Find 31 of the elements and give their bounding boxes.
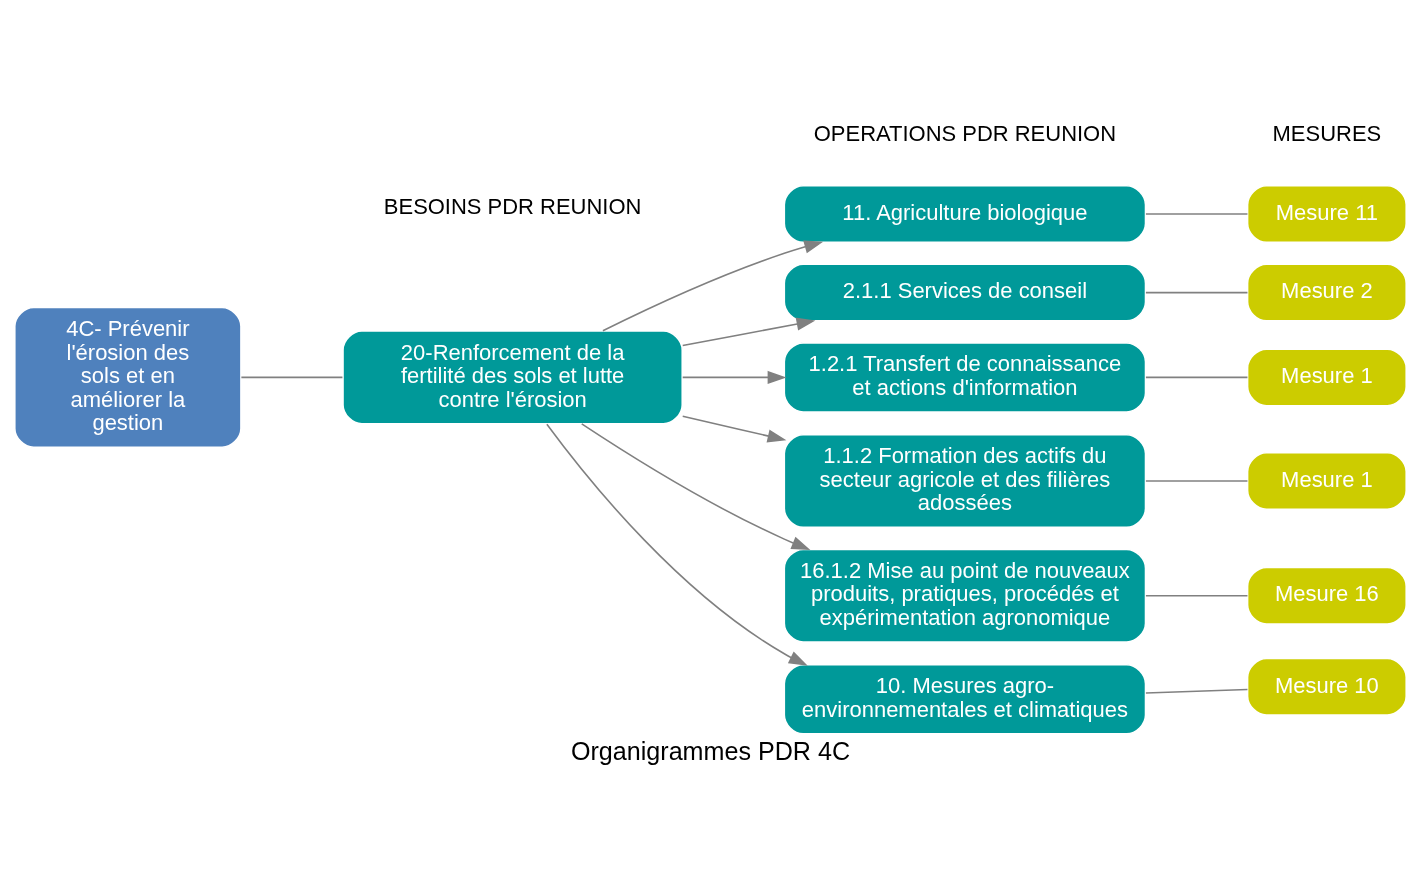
node-box: 20-Renforcement de la fertilité des sols et lutte contre l'érosion xyxy=(342,330,683,425)
connector xyxy=(1145,291,1249,294)
arrow xyxy=(602,240,824,332)
arrow xyxy=(546,423,808,666)
label: OPERATIONS PDR REUNION xyxy=(813,121,1117,147)
node-box: 4C- Prévenir l'érosion des sols et en améliorer la gestion xyxy=(14,306,242,449)
arrow xyxy=(681,317,816,347)
connector xyxy=(1145,594,1249,597)
connector xyxy=(1145,480,1249,482)
node-box: Mesure 16 xyxy=(1246,566,1407,625)
node-box: 11. Agriculture biologique xyxy=(783,185,1147,244)
node-box: 16.1.2 Mise au point de nouveaux produits, pratiques, procédés et expérimentation agronomique xyxy=(783,548,1147,643)
connector xyxy=(1145,376,1249,379)
label: MESURES xyxy=(1272,121,1382,147)
connector xyxy=(1145,213,1249,215)
caption: Organigrammes PDR 4C xyxy=(570,737,851,766)
node-box: 2.1.1 Services de conseil xyxy=(783,263,1147,322)
label: BESOINS PDR REUNION xyxy=(383,193,642,219)
node-box: Mesure 11 xyxy=(1246,185,1407,244)
arrow xyxy=(681,415,787,443)
node-box: 10. Mesures agro-environnementales et climatiques xyxy=(783,664,1147,735)
node-box: 1.1.2 Formation des actifs du secteur agricole et des filières adossées xyxy=(783,433,1147,529)
node-box: Mesure 1 xyxy=(1246,452,1407,511)
node-box: 1.2.1 Transfert de connaissance et actions d'information xyxy=(783,342,1147,413)
arrow xyxy=(580,423,811,551)
node-box: Mesure 1 xyxy=(1246,348,1407,407)
connector xyxy=(240,376,344,379)
node-box: Mesure 10 xyxy=(1246,657,1407,716)
arrow xyxy=(681,370,787,384)
node-box: Mesure 2 xyxy=(1246,263,1407,322)
connector xyxy=(1145,688,1249,694)
